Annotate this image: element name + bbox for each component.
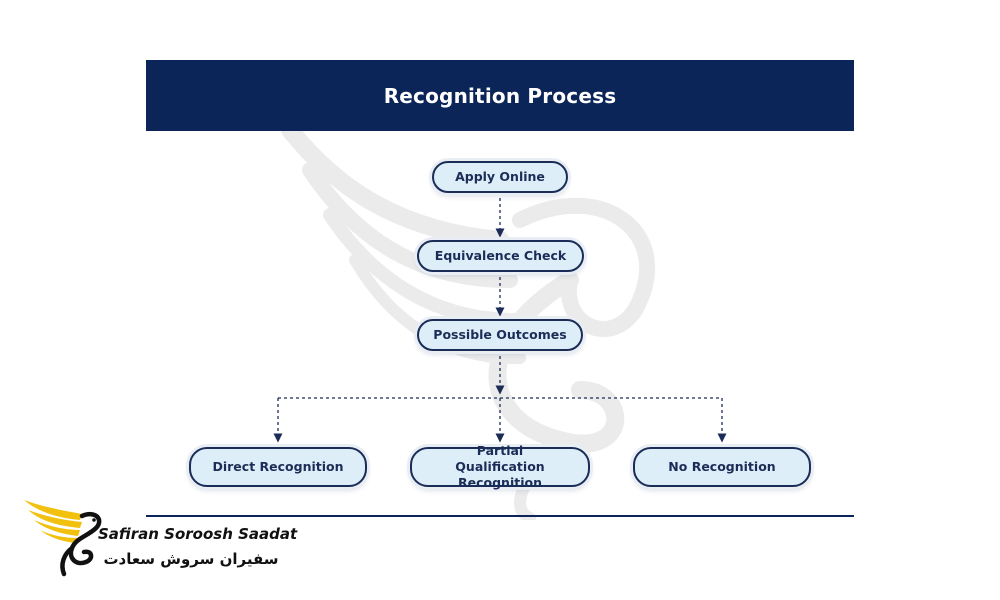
step-label: Possible Outcomes <box>433 327 567 342</box>
step-label: Equivalence Check <box>434 248 567 263</box>
outcome-direct-recognition: Direct Recognition <box>189 447 367 487</box>
page-title: Recognition Process <box>383 83 617 108</box>
outcome-label: No Recognition <box>668 459 776 474</box>
step-label: Apply Online <box>455 169 545 184</box>
outcome-label: Direct Recognition <box>212 459 344 474</box>
step-equivalence-check: Equivalence Check <box>417 240 584 272</box>
header-bar: Recognition Process <box>146 60 854 131</box>
outcome-partial-qualification-recognition: Partial Qualification Recognition <box>410 443 590 490</box>
logo-name-persian: سفیران سروش سعادت <box>103 550 279 568</box>
footer-divider <box>146 515 854 517</box>
step-apply-online: Apply Online <box>432 161 568 193</box>
company-logo: Safiran Soroosh Saadat سفیران سروش سعادت <box>20 494 297 584</box>
golden-wing-logo-icon <box>24 500 102 577</box>
outcome-label: Partial Qualification Recognition <box>455 443 545 490</box>
logo-name-english: Safiran Soroosh Saadat <box>98 525 298 543</box>
step-possible-outcomes: Possible Outcomes <box>417 319 583 351</box>
outcome-no-recognition: No Recognition <box>633 447 811 487</box>
